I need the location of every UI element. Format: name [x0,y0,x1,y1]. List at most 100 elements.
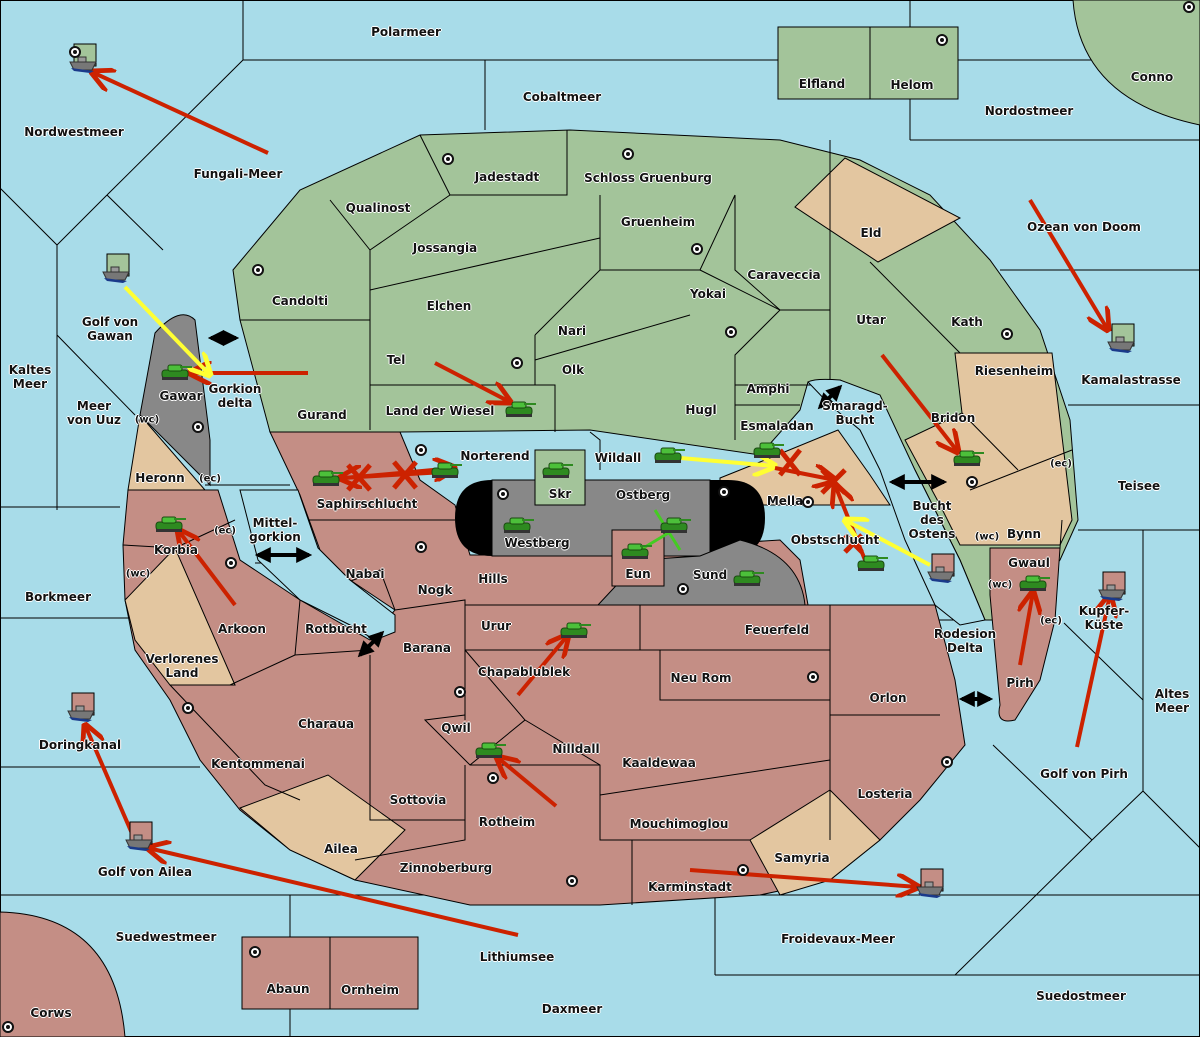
region-label-samyria[interactable]: Samyria [774,851,830,865]
region-label-eld[interactable]: Eld [860,226,882,240]
coast-label-gwaul-ec[interactable]: (ec) [1040,615,1062,627]
region-label-ozean-von-doom[interactable]: Ozean von Doom [1027,220,1141,234]
army-unit-icon[interactable] [431,462,462,478]
region-label-pirh[interactable]: Pirh [1006,676,1034,690]
army-unit-icon[interactable] [312,470,343,486]
region-label-corws[interactable]: Corws [30,1006,72,1020]
region-label-gawar[interactable]: Gawar [159,389,203,403]
region-label-nogk[interactable]: Nogk [417,583,453,597]
army-unit-icon[interactable] [654,447,685,463]
region-label-nari[interactable]: Nari [557,324,587,338]
region-label-jossangia[interactable]: Jossangia [412,241,478,255]
region-label-urur[interactable]: Urur [480,619,512,633]
region-label-qualinost[interactable]: Qualinost [345,201,411,215]
army-unit-icon[interactable] [475,742,506,758]
army-unit-icon[interactable] [753,442,784,458]
region-label-kaltes-meer[interactable]: Kaltes Meer [8,363,52,391]
region-label-kath[interactable]: Kath [951,315,983,329]
region-label-ailea[interactable]: Ailea [324,842,358,856]
region-label-elchen[interactable]: Elchen [426,299,472,313]
region-label-conno[interactable]: Conno [1130,70,1174,84]
region-label-sottovia[interactable]: Sottovia [389,793,447,807]
army-unit-icon[interactable] [155,516,186,532]
fleet-unit-icon[interactable] [1107,323,1135,353]
region-label-doringkanal[interactable]: Doringkanal [38,738,122,752]
region-label-feuerfeld[interactable]: Feuerfeld [744,623,810,637]
region-label-rodesion-delta[interactable]: Rodesion Delta [933,627,997,655]
region-label-karminstadt[interactable]: Karminstadt [648,880,732,894]
region-label-utar[interactable]: Utar [856,313,886,327]
region-label-mittel-gorkion[interactable]: Mittel- gorkion [249,516,301,544]
region-label-hills[interactable]: Hills [478,572,508,586]
army-unit-icon[interactable] [1019,575,1050,591]
region-label-caraveccia[interactable]: Caraveccia [747,268,821,282]
army-unit-icon[interactable] [660,517,691,533]
region-label-kentommenai[interactable]: Kentommenai [211,757,305,771]
region-label-ostberg[interactable]: Ostberg [615,488,671,502]
region-label-kupfer-kueste[interactable]: Kupfer- Küste [1078,604,1130,632]
army-unit-icon[interactable] [503,517,534,533]
region-label-arkoon[interactable]: Arkoon [218,622,266,636]
region-label-elfland[interactable]: Elfland [798,77,846,91]
region-label-daxmeer[interactable]: Daxmeer [541,1002,603,1016]
region-label-rotbucht[interactable]: Rotbucht [305,622,367,636]
region-label-heronn[interactable]: Heronn [135,471,185,485]
region-label-verlorenes-land[interactable]: Verlorenes Land [145,652,219,680]
region-label-rotheim[interactable]: Rotheim [478,815,536,829]
army-unit-icon[interactable] [857,555,888,571]
fleet-unit-icon[interactable] [102,253,130,283]
region-label-golf-von-ailea[interactable]: Golf von Ailea [97,865,193,879]
region-label-losteria[interactable]: Losteria [857,787,913,801]
region-label-golf-von-gawan[interactable]: Golf von Gawan [81,315,139,343]
fleet-unit-icon[interactable] [125,821,153,851]
region-label-qwil[interactable]: Qwil [441,721,471,735]
region-label-borkmeer[interactable]: Borkmeer [25,590,91,604]
region-label-eun[interactable]: Eun [625,567,651,581]
region-label-gurand[interactable]: Gurand [297,408,347,422]
army-unit-icon[interactable] [161,364,192,380]
region-label-tel[interactable]: Tel [386,353,406,367]
region-label-ornheim[interactable]: Ornheim [341,983,399,997]
region-label-riesenheim[interactable]: Riesenheim [974,364,1054,378]
region-label-helom[interactable]: Helom [890,78,934,92]
region-label-lithiumsee[interactable]: Lithiumsee [479,950,555,964]
coast-label-bynn-wc[interactable]: (wc) [974,531,1000,543]
region-label-kaaldewaa[interactable]: Kaaldewaa [622,756,696,770]
region-label-westberg[interactable]: Westberg [504,536,570,550]
region-label-bucht-des-ostens[interactable]: Bucht des Ostens [908,499,956,541]
region-label-suedostmeer[interactable]: Suedostmeer [1036,989,1126,1003]
region-label-skr[interactable]: Skr [548,487,572,501]
region-label-yokai[interactable]: Yokai [689,287,727,301]
coast-label-heronn-ec[interactable]: (ec) [199,473,221,485]
coast-label-bridon-ec[interactable]: (ec) [1050,458,1072,470]
region-label-charaua[interactable]: Charaua [297,717,355,731]
region-label-neu-rom[interactable]: Neu Rom [670,671,732,685]
region-label-cobaltmeer[interactable]: Cobaltmeer [522,90,602,104]
region-label-gruenheim[interactable]: Gruenheim [620,215,696,229]
region-label-candolti[interactable]: Candolti [271,294,329,308]
region-label-mouchimoglou[interactable]: Mouchimoglou [629,817,729,831]
army-unit-icon[interactable] [560,622,591,638]
region-label-bynn[interactable]: Bynn [1006,527,1042,541]
region-label-esmaladan[interactable]: Esmaladan [740,419,814,433]
region-label-kamalastrasse[interactable]: Kamalastrasse [1081,373,1181,387]
region-label-suedwestmeer[interactable]: Suedwestmeer [115,930,217,944]
coast-label-korbia-ec[interactable]: (ec) [214,525,236,537]
region-label-orlon[interactable]: Orlon [869,691,907,705]
army-unit-icon[interactable] [953,450,984,466]
coast-label-korbia-wc[interactable]: (wc) [125,568,151,580]
region-label-froidevaux-meer[interactable]: Froidevaux-Meer [781,932,895,946]
fleet-unit-icon[interactable] [916,868,944,898]
region-label-nordwestmeer[interactable]: Nordwestmeer [24,125,124,139]
army-unit-icon[interactable] [733,570,764,586]
region-label-golf-von-pirh[interactable]: Golf von Pirh [1040,767,1128,781]
region-label-bridon[interactable]: Bridon [930,411,976,425]
region-label-zinnoberburg[interactable]: Zinnoberburg [399,861,493,875]
region-label-barana[interactable]: Barana [403,641,451,655]
region-label-smaragd-bucht[interactable]: Smaragd- Bucht [822,399,888,427]
region-label-gwaul[interactable]: Gwaul [1008,556,1050,570]
region-label-land-der-wiesel[interactable]: Land der Wiesel [385,404,495,418]
fleet-unit-icon[interactable] [1098,571,1126,601]
army-unit-icon[interactable] [542,462,573,478]
region-label-abaun[interactable]: Abaun [266,982,310,996]
